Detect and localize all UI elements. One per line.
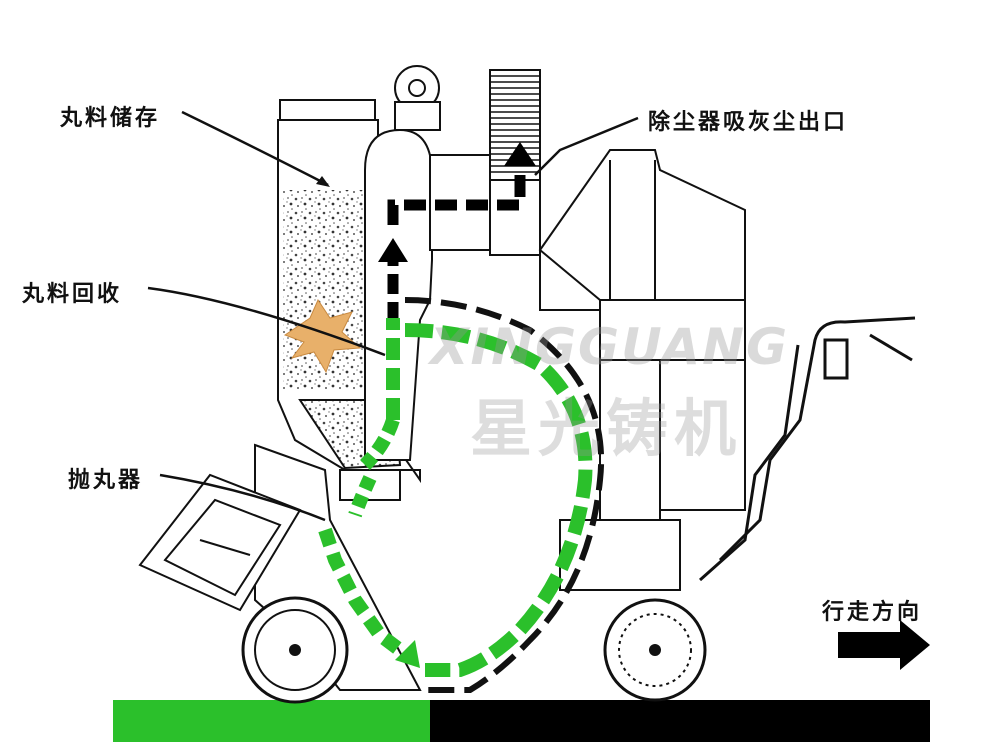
front-wheel (241, 596, 349, 704)
label-dust-outlet: 除尘器吸灰尘出口 (648, 109, 849, 135)
label-shot-blaster: 抛丸器 (68, 467, 144, 493)
dust-arrow-up-left (378, 238, 408, 262)
handle-bar (699, 316, 916, 582)
elevator-column (364, 65, 441, 461)
watermark-english: XINGGUANG (430, 318, 790, 376)
label-shot-storage: 丸料储存 (60, 105, 161, 131)
ground-black (430, 700, 930, 742)
direction-arrow (838, 620, 930, 670)
dust-airflow (387, 165, 526, 322)
leader-arrowhead-storage (316, 176, 330, 187)
watermark-chinese: 星光铸机 (470, 392, 743, 465)
rear-wheel (603, 598, 707, 702)
dust-arrow-up-outlet (504, 142, 536, 166)
rear-housing (538, 149, 746, 591)
ground-green (113, 700, 430, 742)
shot-flow (318, 318, 593, 677)
return-channel-outer (404, 297, 605, 693)
label-shot-recovery: 丸料回收 (22, 281, 123, 307)
callout-leaders (147, 110, 639, 522)
shot-arrow-down (395, 640, 420, 668)
label-travel-direction: 行走方向 (822, 599, 923, 625)
recovery-sand-burst (283, 298, 362, 374)
